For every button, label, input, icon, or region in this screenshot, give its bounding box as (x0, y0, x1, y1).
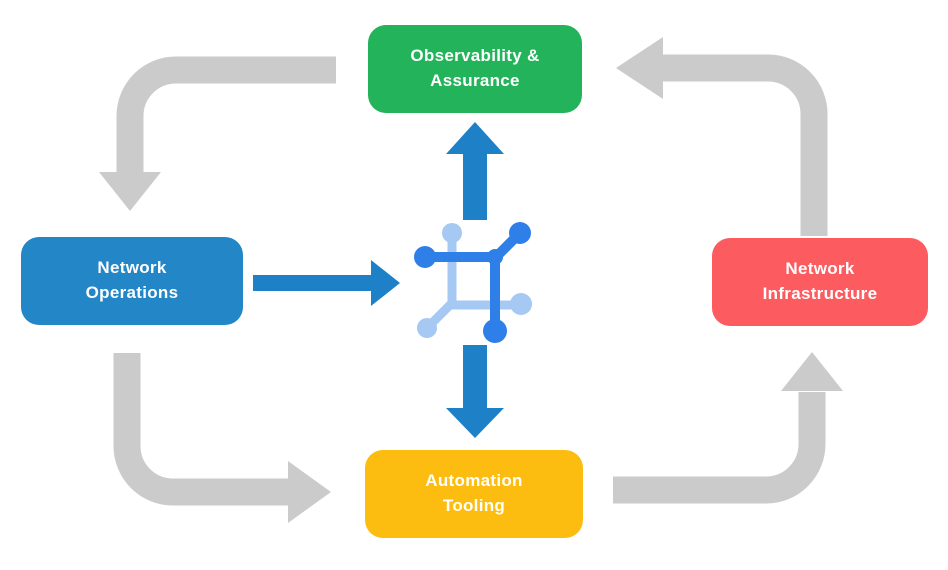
node-label-line: Network (785, 259, 855, 279)
network-mesh-icon-dark-parts (414, 222, 531, 343)
arrow-automation-to-infrastructure (613, 392, 826, 504)
node-label-line: Infrastructure (762, 284, 878, 303)
arrowhead-icon-to-automation (446, 408, 504, 438)
arrowhead-operations-to-icon (371, 260, 400, 306)
icon-top-node-light (442, 223, 462, 243)
node-label-line: Automation (425, 471, 523, 491)
node-observability-assurance: Observability & Assurance (368, 25, 582, 113)
arrow-infrastructure-to-observability (662, 54, 828, 236)
icon-top-right-node-dark (509, 222, 531, 244)
icon-bottom-left-node-light (417, 318, 437, 338)
arrowhead-automation-to-infrastructure (781, 352, 843, 391)
node-label-line: Observability & (410, 46, 540, 66)
arrow-observability-to-operations (116, 56, 336, 174)
node-label-line: Assurance (430, 71, 520, 90)
node-network-infrastructure: Network Infrastructure (712, 238, 928, 326)
node-label-line: Network (97, 258, 167, 278)
arrow-operations-to-automation (113, 353, 289, 506)
node-automation-tooling: Automation Tooling (365, 450, 583, 538)
flow-arrows (253, 122, 504, 438)
arrow-icon-to-observability (463, 152, 487, 220)
node-label-line: Operations (85, 283, 179, 302)
arrowhead-icon-to-observability (446, 122, 504, 154)
icon-top-right-corner-dot (487, 249, 503, 265)
arrowhead-observability-to-operations (99, 172, 161, 211)
network-mesh-icon (414, 222, 532, 343)
cycle-arrows (99, 37, 843, 523)
arrow-icon-to-automation (463, 345, 487, 411)
arrowhead-infrastructure-to-observability (616, 37, 663, 99)
arrow-operations-to-icon (253, 275, 373, 291)
arrowhead-operations-to-automation (288, 461, 331, 523)
network-mesh-icon-light-parts (417, 223, 532, 338)
icon-bottom-node-dark (483, 319, 507, 343)
icon-left-node-dark (414, 246, 436, 268)
node-network-operations: Network Operations (21, 237, 243, 325)
node-label-line: Tooling (442, 496, 506, 515)
icon-right-node-light (510, 293, 532, 315)
